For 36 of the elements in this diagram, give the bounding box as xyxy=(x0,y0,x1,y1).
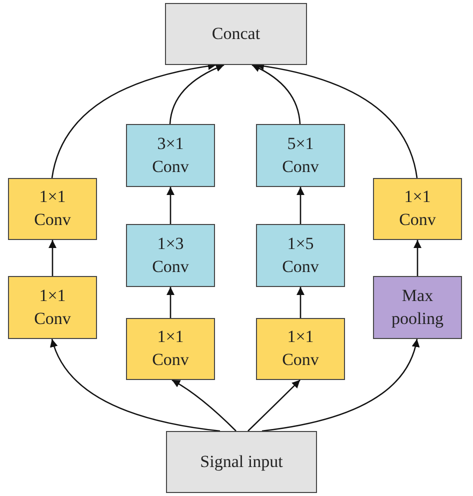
node-label: 1×1 Conv xyxy=(33,186,72,231)
pooling-box xyxy=(373,276,462,339)
arrow xyxy=(50,338,220,432)
arrow xyxy=(172,379,236,432)
conv-box xyxy=(373,178,462,240)
arrow xyxy=(169,64,224,124)
node-label: 3×1 Conv xyxy=(151,132,190,178)
io-box xyxy=(165,3,307,65)
node-label: Concat xyxy=(212,22,260,45)
conv-box xyxy=(256,124,345,187)
io-box xyxy=(166,431,317,493)
node-label: 1×5 Conv xyxy=(281,232,320,278)
arrow xyxy=(166,287,174,318)
node-label: Max pooling xyxy=(390,284,444,330)
node-label: 1×3 Conv xyxy=(151,232,190,278)
node-label: 1×1 Conv xyxy=(33,284,72,330)
conv-box xyxy=(8,276,97,339)
node-label: 5×1 Conv xyxy=(281,132,320,178)
arrow xyxy=(296,187,304,224)
arrow xyxy=(166,187,174,224)
conv-box xyxy=(256,224,345,287)
arrow xyxy=(252,64,301,124)
conv-box xyxy=(126,224,215,287)
arrow xyxy=(48,240,56,276)
conv-box xyxy=(8,178,97,240)
node-label: 1×1 Conv xyxy=(398,186,437,231)
conv-box xyxy=(126,318,215,380)
node-label: 1×1 Conv xyxy=(281,326,320,371)
conv-box xyxy=(256,318,345,380)
conv-box xyxy=(126,124,215,187)
arrow xyxy=(296,287,304,318)
arrow xyxy=(262,338,420,432)
node-label: 1×1 Conv xyxy=(151,326,190,371)
arrow xyxy=(414,240,422,276)
node-label: Signal input xyxy=(200,450,283,473)
arrow xyxy=(248,380,300,432)
